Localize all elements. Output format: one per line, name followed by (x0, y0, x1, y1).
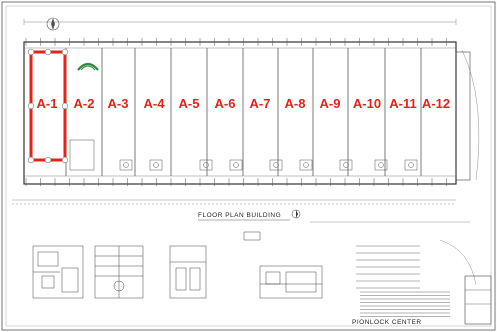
column-ticks (25, 38, 447, 186)
unit-label-a9[interactable]: A-9 (320, 96, 341, 111)
unit-label-a11[interactable]: A-11 (389, 96, 416, 111)
arch-logo-icon (77, 62, 99, 71)
floor-plan-title: FLOOR PLAN BUILDING (198, 209, 301, 221)
title-block: PIONLOCK CENTER (352, 275, 492, 326)
site-lines (12, 49, 480, 286)
unit-label-a12[interactable]: A-12 (422, 96, 450, 111)
restroom-fixtures (69, 139, 418, 171)
top-dimension (23, 19, 457, 25)
project-title: PIONLOCK CENTER (352, 319, 422, 326)
detail-drawing-2 (94, 245, 144, 299)
unit-selection-box[interactable] (27, 48, 69, 164)
sheet-inner-border (5, 5, 492, 327)
unit-label-a1[interactable]: A-1 (37, 96, 58, 111)
unit-label-a3[interactable]: A-3 (108, 96, 129, 111)
compass-icon (46, 17, 60, 31)
unit-label-a10[interactable]: A-10 (353, 96, 381, 111)
general-notes-block (356, 245, 450, 317)
unit-label-a6[interactable]: A-6 (215, 96, 236, 111)
detail-drawing-3 (169, 245, 207, 299)
north-arrow-icon (291, 209, 301, 219)
selection-handles[interactable] (27, 48, 69, 164)
building-outline (23, 41, 471, 185)
detail-drawing-1 (32, 245, 84, 299)
unit-label-a7[interactable]: A-7 (250, 96, 271, 111)
unit-label-a4[interactable]: A-4 (144, 96, 166, 111)
svg-text:FLOOR PLAN BUILDING: FLOOR PLAN BUILDING (198, 212, 281, 219)
unit-label-a8[interactable]: A-8 (285, 96, 306, 111)
unit-label-a5[interactable]: A-5 (179, 96, 200, 111)
detail-drawing-4 (243, 231, 323, 299)
unit-label-a2[interactable]: A-2 (74, 96, 95, 111)
